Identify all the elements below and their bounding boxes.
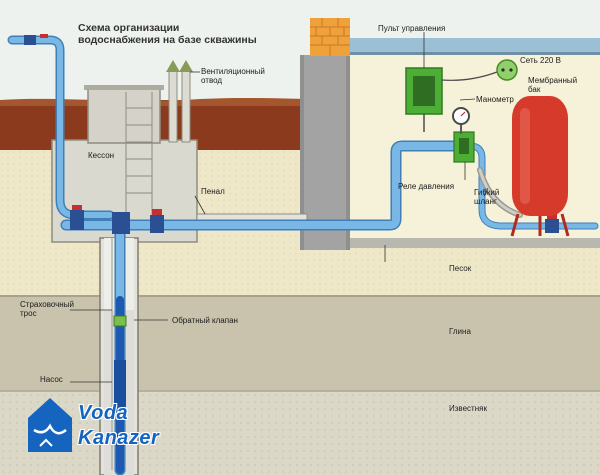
socket-hole-left <box>501 68 505 72</box>
power-cable <box>441 71 498 81</box>
vent-pipe-left <box>168 69 178 143</box>
caisson-valve-left <box>70 210 84 230</box>
label-control-panel: Пульт управления <box>378 24 446 33</box>
layer-label-sand: Песок <box>449 264 472 273</box>
label-membrane-tank-line-2: бак <box>528 85 541 94</box>
caisson-lid <box>84 85 164 90</box>
tank-highlight <box>520 108 530 204</box>
socket-hole-right <box>509 68 513 72</box>
layer-label-clay: Глина <box>449 327 471 336</box>
label-manometer: Манометр <box>476 95 514 104</box>
control-panel-screen <box>413 76 435 106</box>
tank-legs <box>510 213 570 237</box>
caisson-valve-left-handle <box>72 205 82 210</box>
label-casing: Пенал <box>201 187 225 196</box>
inlet-valve-handle <box>40 34 48 38</box>
label-safety-cable-line-1: Страховочный <box>20 300 74 309</box>
layer-label-limestone: Известняк <box>449 404 487 413</box>
manometer-needle <box>460 111 466 117</box>
valves <box>24 34 559 234</box>
pressure-relay-window <box>459 138 469 154</box>
roof-beam-edge <box>350 52 600 55</box>
house-roof-beam <box>350 38 600 54</box>
label-check-valve: Обратный клапан <box>172 316 238 325</box>
label-safety-cable-line-2: трос <box>20 309 37 318</box>
pump <box>114 360 126 410</box>
label-pump: Насос <box>40 375 63 384</box>
logo-text-line-2: Kanazer <box>78 427 160 449</box>
leader-lines <box>70 32 489 383</box>
label-power: Сеть 220 В <box>520 56 561 65</box>
label-ventilation: Вентиляционный отвод <box>201 67 265 85</box>
label-ventilation-line-2: отвод <box>201 76 223 85</box>
title-line-1: Схема организации <box>78 22 180 34</box>
caisson-neck <box>87 87 161 144</box>
vent-cap-left <box>166 60 180 72</box>
label-ventilation-line-1: Вентиляционный <box>201 67 265 76</box>
logo-wrench-icon <box>39 438 53 447</box>
house-outlet-valve <box>545 219 559 233</box>
logo-wave-icon <box>33 423 67 435</box>
label-safety-cable: Страховочный трос <box>20 300 74 318</box>
check-valve <box>113 315 127 327</box>
caisson-valve-right-handle <box>152 209 162 215</box>
label-flexible-hose-line-2: шланг <box>474 197 497 206</box>
label-flexible-hose: Гибкий шланг <box>474 188 499 206</box>
foundation-wall-face <box>304 55 346 250</box>
label-pressure-relay: Реле давления <box>398 182 455 191</box>
inlet-valve <box>24 35 36 45</box>
label-membrane-tank: Мембранный бак <box>528 76 577 94</box>
label-membrane-tank-line-1: Мембранный <box>528 76 578 85</box>
logo-text-line-1: Voda <box>78 402 129 424</box>
label-flexible-hose-line-1: Гибкий <box>474 188 500 197</box>
tee-fitting <box>112 212 130 234</box>
brick-joints <box>310 18 350 56</box>
house-floor <box>350 238 600 248</box>
caisson-valve-right <box>150 215 164 233</box>
power-socket-icon <box>496 59 518 81</box>
caisson-ladder <box>125 92 153 215</box>
vent-cap-right <box>179 60 193 72</box>
house-outlet-valve-handle <box>547 213 557 219</box>
diagram-title: Схема организации водоснабжения на базе … <box>78 22 257 46</box>
clay-layer <box>0 295 600 390</box>
vent-pipe-right <box>181 69 191 143</box>
title-line-2: водоснабжения на базе скважины <box>78 34 257 46</box>
label-caisson: Кессон <box>88 151 115 160</box>
